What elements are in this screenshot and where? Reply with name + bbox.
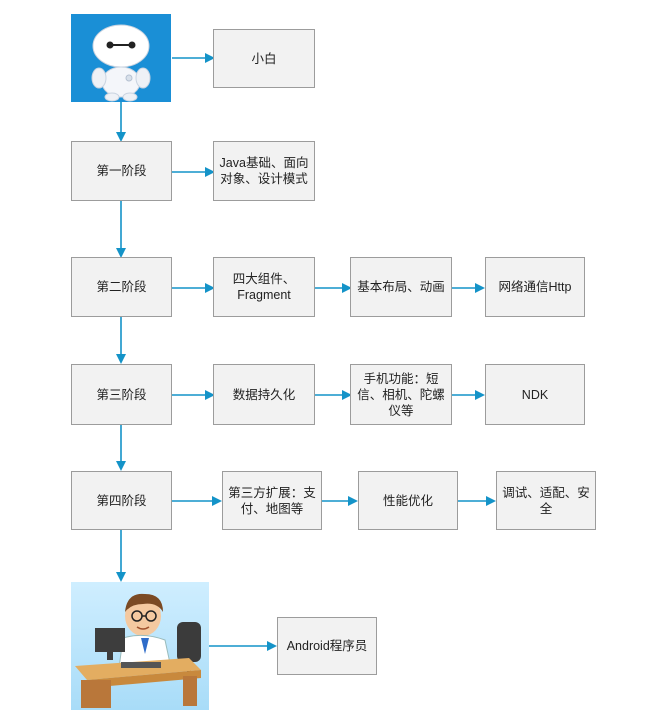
programmer-at-desk-icon <box>71 582 209 710</box>
stage2-topic2-box: 基本布局、动画 <box>350 257 452 317</box>
stage3-topic1-label: 数据持久化 <box>232 387 296 402</box>
stage4-topic1-label: 第三方扩展：支付、地图等 <box>228 485 316 516</box>
stage2-topic2-label: 基本布局、动画 <box>357 280 445 294</box>
stage2-label: 第二阶段 <box>96 280 147 294</box>
stage3-box: 第三阶段 <box>71 364 172 425</box>
stage3-topic2-box: 手机功能：短信、相机、陀螺仪等 <box>350 364 452 425</box>
stage3-topic3-label: NDK <box>521 387 549 402</box>
stage4-topic2-label: 性能优化 <box>382 493 433 508</box>
stage3-topic1-box: 数据持久化 <box>213 364 315 425</box>
stage2-topic1-box: 四大组件、Fragment <box>213 257 315 317</box>
start-label-box: 小白 <box>213 29 315 88</box>
stage4-topic1-box: 第三方扩展：支付、地图等 <box>222 471 322 530</box>
end-label-box: Android程序员 <box>277 617 377 675</box>
stage1-box: 第一阶段 <box>71 141 172 201</box>
stage4-topic2-box: 性能优化 <box>358 471 458 530</box>
stage2-box: 第二阶段 <box>71 257 172 317</box>
stage2-topic1-label: 四大组件、Fragment <box>232 272 296 302</box>
stage1-topic-label: Java基础、面向对象、设计模式 <box>219 156 309 186</box>
robot-mascot-icon <box>71 14 171 102</box>
stage4-topic3-box: 调试、适配、安全 <box>496 471 596 530</box>
stage3-topic2-label: 手机功能：短信、相机、陀螺仪等 <box>357 371 445 418</box>
end-label: Android程序员 <box>286 639 368 653</box>
start-label: 小白 <box>251 51 277 66</box>
stage1-label: 第一阶段 <box>96 164 147 178</box>
stage4-topic3-label: 调试、适配、安全 <box>502 485 590 516</box>
stage1-topic-box: Java基础、面向对象、设计模式 <box>213 141 315 201</box>
stage4-box: 第四阶段 <box>71 471 172 530</box>
stage3-label: 第三阶段 <box>96 387 147 402</box>
stage2-topic3-box: 网络通信Http <box>485 257 585 317</box>
stage3-topic3-box: NDK <box>485 364 585 425</box>
stage4-label: 第四阶段 <box>96 493 147 508</box>
stage2-topic3-label: 网络通信Http <box>498 280 572 294</box>
